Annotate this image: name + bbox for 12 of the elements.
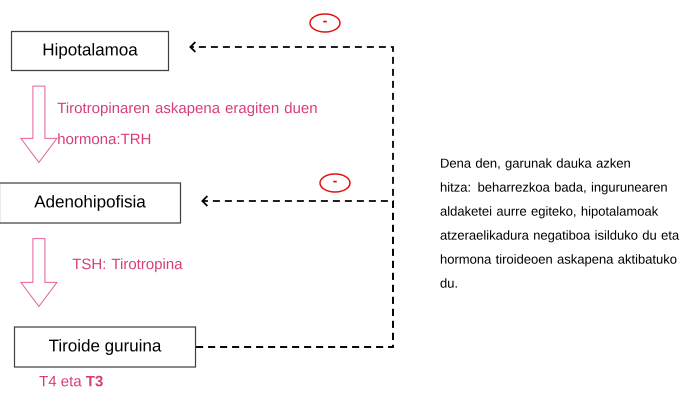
hollow-arrow — [20, 238, 58, 308]
inhibition-mark: - — [309, 13, 341, 33]
edge-label: TSH: Tirotropina — [72, 258, 183, 272]
feedback-arrow — [196, 195, 394, 348]
hollow-arrow — [20, 86, 58, 164]
organ-box: Hipotalamoa — [10, 30, 170, 72]
note-text: Dena den, garunak dauka azken hitza: beharrezkoa bada, ingurunearen aldaketei aurre egiteko, hipotalamoak atzeraelikadura negatiboa isilduko du eta hormona tiroideoen askapena aktibatuko du. — [440, 158, 680, 288]
hormone-label: T4 eta T3 — [39, 376, 103, 386]
organ-box: Adenohipofisia — [0, 182, 182, 224]
inhibition-mark: - — [319, 173, 351, 193]
organ-box: Tiroide guruina — [14, 326, 196, 368]
edge-label: Tirotropinaren askapena eragiten duen hormona:TRH — [58, 102, 317, 144]
